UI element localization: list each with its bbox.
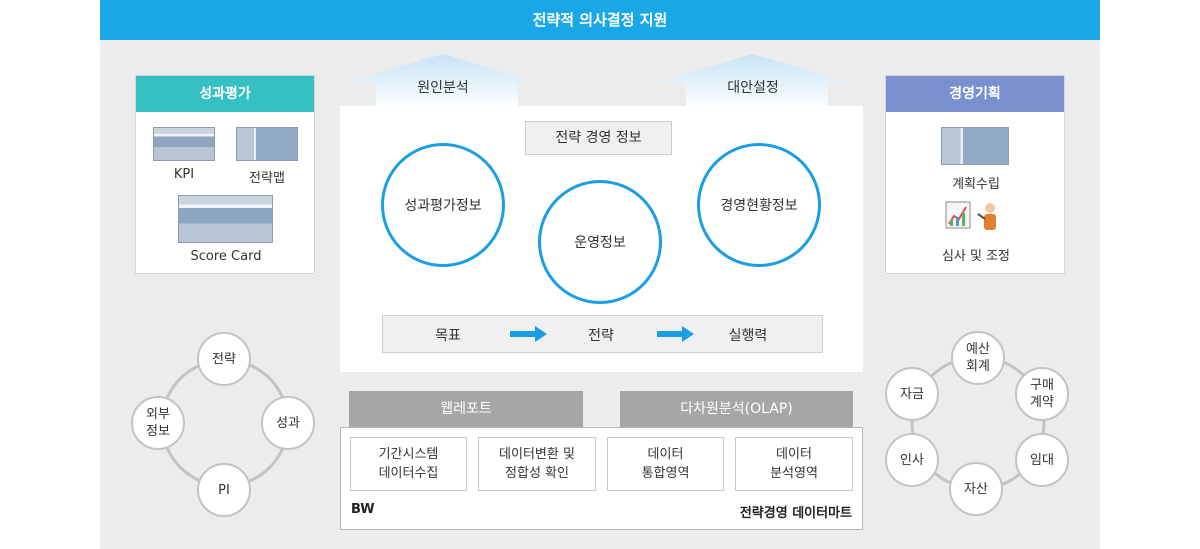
cycle-node-lease: 임대 (1015, 433, 1069, 487)
bw-label: BW (351, 502, 375, 517)
planning-screenshot-thumbnail (941, 127, 1009, 165)
performance-evaluation-panel: 성과평가 KPI 전략맵 Score Card (135, 75, 315, 274)
planning-label: 계획수립 (952, 177, 1000, 192)
cycle-node-pi: PI (197, 463, 251, 517)
cycle-node-strategy: 전략 (197, 332, 251, 386)
management-planning-panel: 경영기획 계획수립 심사 및 조정 (885, 75, 1065, 274)
performance-info-circle: 성과평가정보 (381, 143, 505, 267)
score-card-screenshot-thumbnail (178, 195, 273, 243)
score-card-label: Score Card (190, 249, 262, 264)
flow-arrow-2 (657, 326, 694, 342)
flow-goal-label: 목표 (435, 328, 461, 344)
flow-arrow-1 (510, 326, 547, 342)
flow-bar (382, 315, 823, 353)
upward-arrows (348, 54, 848, 110)
strategic-management-info-label: 전략 경영 정보 (525, 121, 672, 155)
management-status-circle: 경영현황정보 (697, 143, 821, 267)
legacy-data-collection-box: 기간시스템 데이터수집 (350, 437, 467, 491)
review-adjust-label: 심사 및 조정 (941, 249, 1011, 264)
left-up-arrow (348, 54, 538, 110)
performance-info-label: 성과평가정보 (404, 198, 482, 214)
flow-strategy-label: 전략 (588, 328, 614, 344)
cycle-node-budget-accounting: 예산 회계 (951, 331, 1005, 385)
operation-info-circle: 운영정보 (538, 180, 662, 304)
right-up-arrow (658, 54, 848, 110)
cycle-node-asset: 자산 (949, 462, 1003, 516)
data-analysis-box: 데이터 분석영역 (735, 437, 853, 491)
kpi-label: KPI (173, 167, 195, 182)
cycle-node-performance: 성과 (261, 396, 315, 450)
operation-info-label: 운영정보 (574, 235, 626, 251)
cycle-node-purchase-contract: 구매 계약 (1015, 367, 1069, 421)
strategy-map-screenshot-thumbnail (236, 127, 298, 161)
cycle-node-funds: 자금 (885, 367, 939, 421)
data-integration-box: 데이터 통합영역 (607, 437, 724, 491)
data-transform-box: 데이터변환 및 정합성 확인 (478, 437, 596, 491)
management-status-label: 경영현황정보 (720, 198, 798, 214)
cycle-node-hr: 인사 (885, 433, 939, 487)
performance-evaluation-header: 성과평가 (136, 76, 314, 112)
page-title: 전략적 의사결정 지원 (100, 0, 1100, 40)
review-adjust-icon (945, 201, 996, 230)
strategy-map-label: 전략맵 (249, 171, 285, 186)
web-report-tab: 웹레포트 (349, 391, 583, 427)
strategic-datamart-label: 전략경영 데이터마트 (739, 506, 852, 521)
kpi-screenshot-thumbnail (153, 127, 215, 161)
management-planning-header: 경영기획 (886, 76, 1064, 112)
olap-tab: 다차원분석(OLAP) (620, 391, 853, 427)
cycle-node-external-info: 외부 정보 (131, 396, 185, 450)
root-cause-analysis-label: 원인분석 (417, 80, 469, 96)
alternative-setting-label: 대안설정 (727, 80, 779, 96)
flow-execution-label: 실행력 (728, 328, 768, 344)
